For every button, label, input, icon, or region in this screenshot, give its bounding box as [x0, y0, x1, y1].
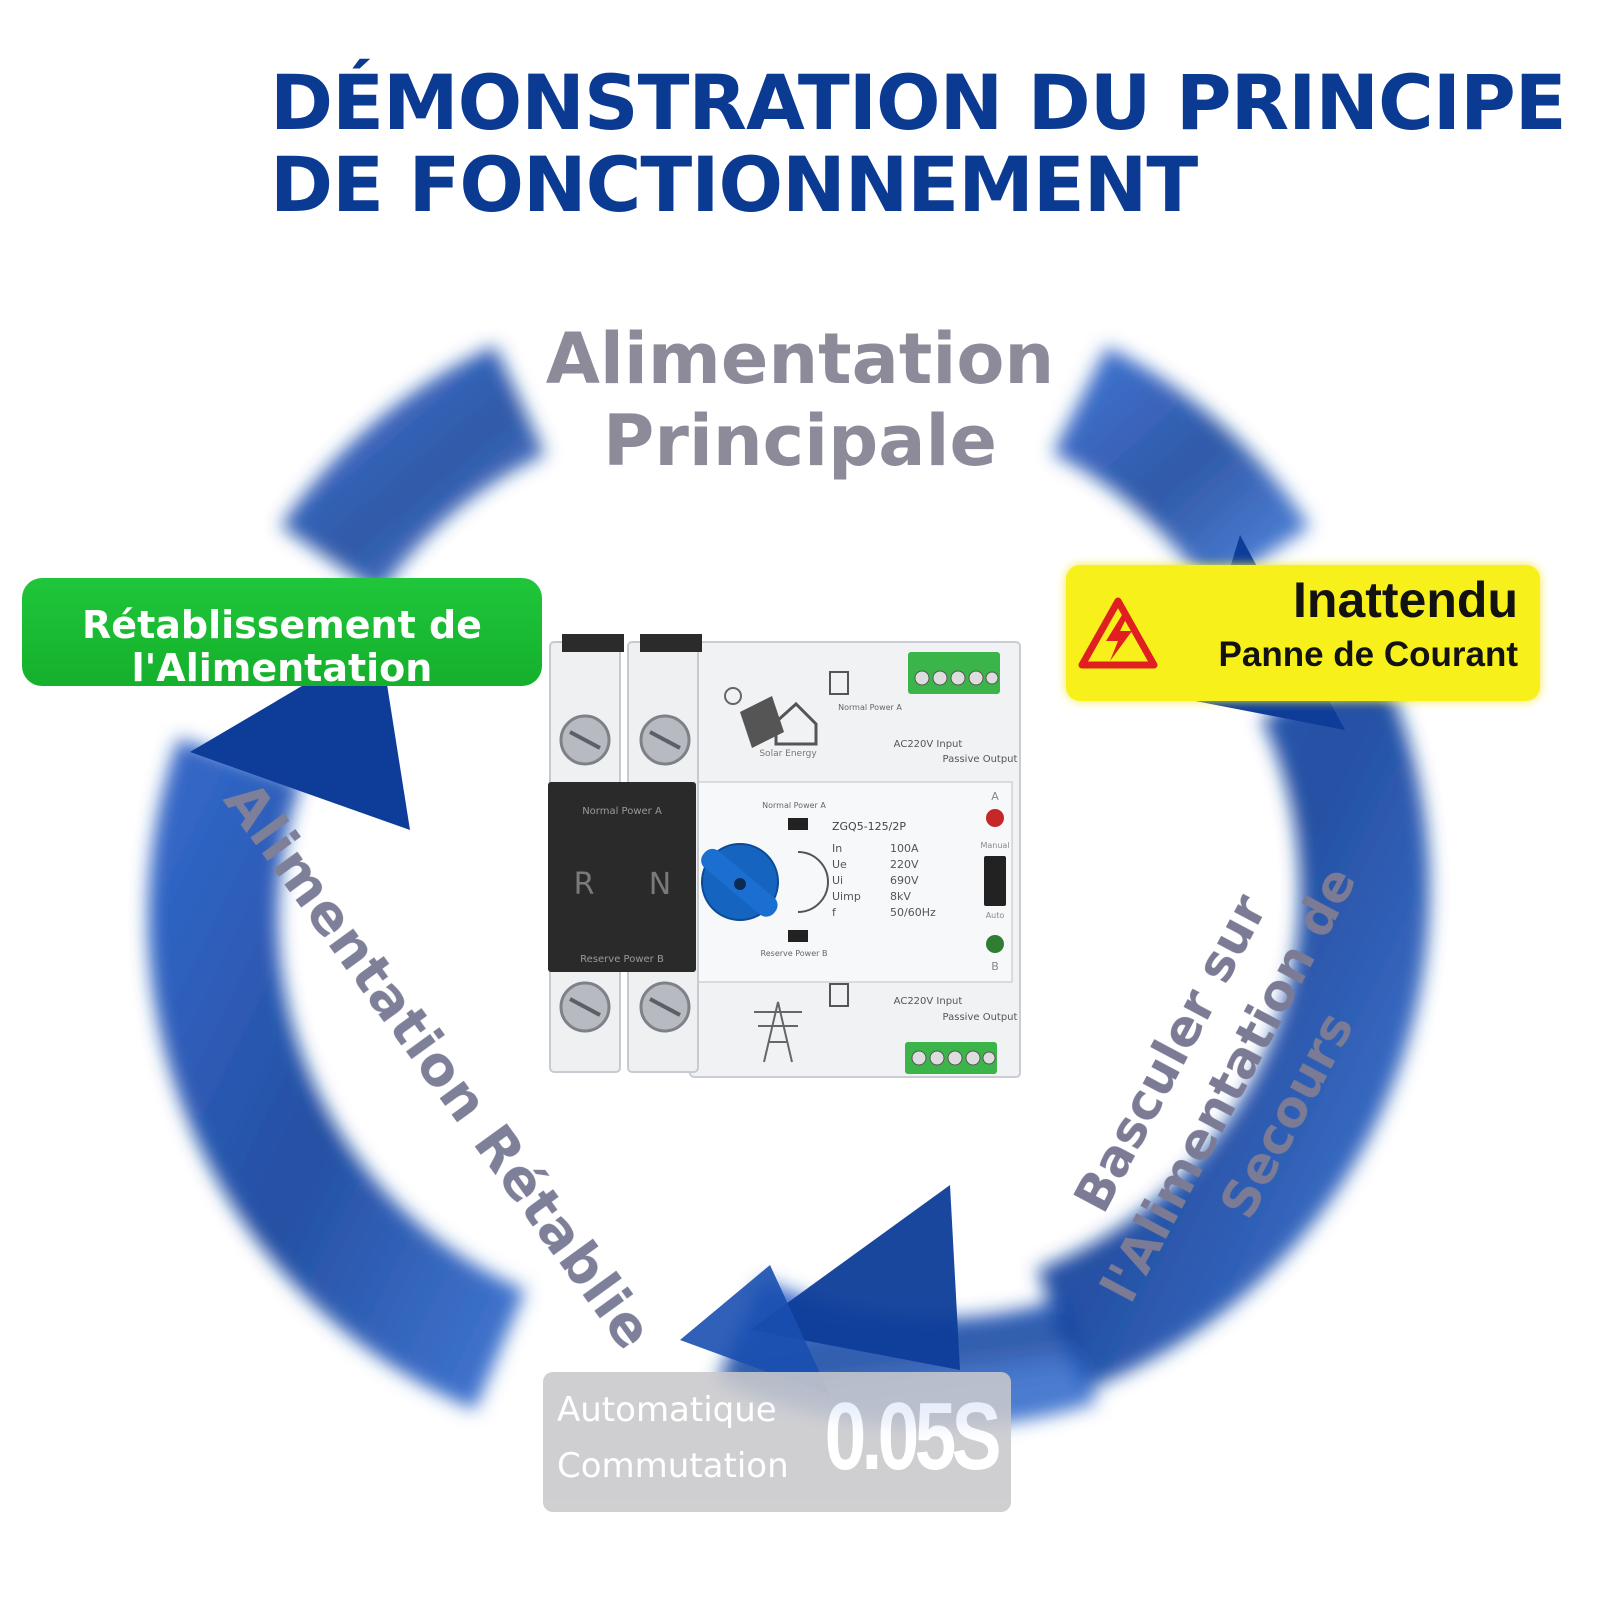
reserve-power-tag: Reserve Power B [761, 949, 828, 958]
indicator-b-label: B [991, 960, 999, 973]
arrow-top-left-arc [280, 345, 546, 595]
arrow-head-left [190, 640, 410, 830]
normal-power-tag-left: Normal Power A [582, 806, 662, 817]
power-tower-icon [754, 1001, 802, 1063]
mode-manual-label: Manual [980, 841, 1009, 850]
top-terminal-output: Passive Output [943, 754, 1018, 765]
device-model: ZGQ5-125/2P [832, 820, 906, 833]
arrow-restore-arc [147, 738, 526, 1410]
selector-knob [701, 843, 779, 921]
top-terminal-input: AC220V Input [894, 739, 963, 750]
ats-device: Normal Power A Reserve Power B R N AC220… [548, 634, 1021, 1078]
warning-lightning-icon [1078, 597, 1158, 669]
mode-switch [984, 856, 1006, 906]
device-top-label: Normal Power A [838, 703, 902, 712]
restoration-line-1: Rétablissement de [82, 603, 482, 647]
restoration-line-2: l'Alimentation [131, 646, 433, 690]
solar-house-icon [724, 687, 818, 748]
spec-val-0: 100A [890, 842, 919, 855]
power-failure-badge: Inattendu Panne de Courant [1066, 565, 1540, 701]
mode-auto-label: Auto [986, 911, 1005, 920]
spec-key-2: Ui [832, 874, 843, 887]
bottom-terminal-input: AC220V Input [894, 996, 963, 1007]
spec-key-3: Uimp [832, 890, 861, 903]
indicator-b-light [986, 935, 1004, 953]
switching-line-1: Automatique [557, 1390, 777, 1430]
spec-key-0: In [832, 842, 842, 855]
bottom-terminal-output: Passive Output [943, 1012, 1018, 1023]
power-failure-subtitle: Panne de Courant [1218, 635, 1518, 674]
arrow-head-bottom-left [680, 1265, 830, 1395]
main-power-line-2: Principale [603, 400, 997, 482]
spec-val-3: 8kV [890, 890, 911, 903]
switching-time-panel: Automatique Commutation 0.05S [543, 1372, 1011, 1512]
device-brand: Solar Energy [759, 749, 817, 759]
switching-time: 0.05S [824, 1383, 1002, 1490]
main-power-line-1: Alimentation [545, 318, 1055, 400]
restoration-badge: Rétablissement de l'Alimentation [22, 578, 542, 690]
switching-label: Automatique Commutation [557, 1382, 789, 1494]
page-headline: DÉMONSTRATION DU PRINCIPE DE FONCTIONNEM… [270, 58, 1567, 229]
main-power-label: Alimentation Principale [440, 318, 1160, 482]
power-failure-title: Inattendu [1293, 572, 1518, 628]
arrow-head-bottom-right [750, 1185, 960, 1370]
headline-line-2: DE FONCTIONNEMENT [270, 140, 1198, 229]
spec-val-1: 220V [890, 858, 919, 871]
arrow-backup-arc [1036, 662, 1430, 1391]
switching-line-2: Commutation [557, 1446, 789, 1486]
indicator-a-label: A [991, 790, 999, 803]
phase-n-label: N [649, 867, 671, 902]
indicator-a-light [986, 809, 1004, 827]
spec-val-4: 50/60Hz [890, 906, 936, 919]
normal-power-tag: Normal Power A [762, 801, 826, 810]
arrow-top-right-arc [1052, 346, 1311, 594]
reserve-power-tag-left: Reserve Power B [580, 954, 664, 965]
spec-val-2: 690V [890, 874, 919, 887]
headline-line-1: DÉMONSTRATION DU PRINCIPE [270, 58, 1567, 147]
phase-r-label: R [574, 867, 595, 902]
spec-key-4: f [832, 906, 837, 919]
spec-key-1: Ue [832, 858, 847, 871]
